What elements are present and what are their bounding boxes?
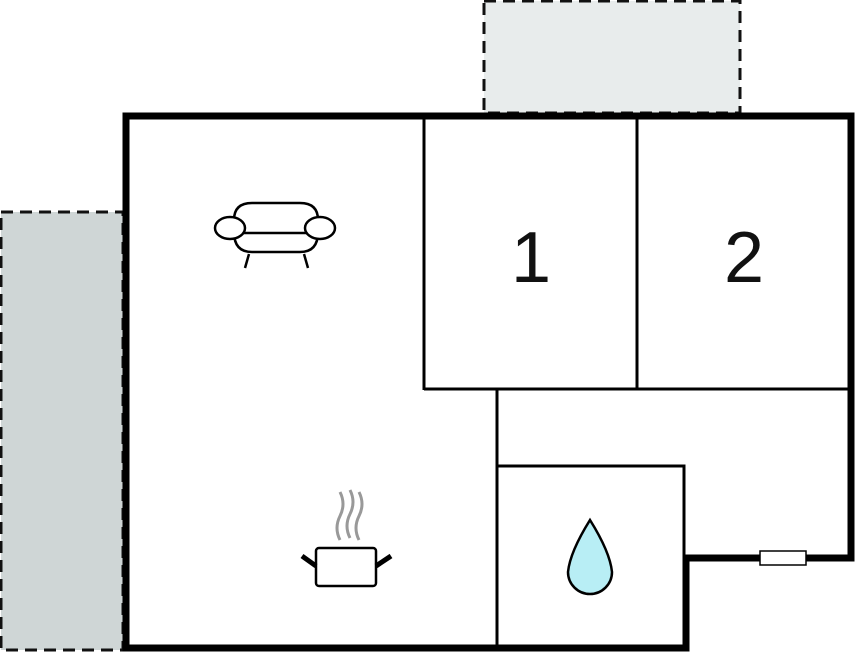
cooking-pot-icon [300,489,393,588]
room-label-1: 1 [511,218,551,298]
water-drop-icon [566,517,614,596]
terrace-left [0,210,125,652]
outer-walls [122,112,855,652]
terrace-top [482,0,742,115]
interior-walls [422,116,851,648]
room-label-2: 2 [724,218,764,298]
sofa-icon [213,201,337,269]
window-icon [759,550,807,566]
